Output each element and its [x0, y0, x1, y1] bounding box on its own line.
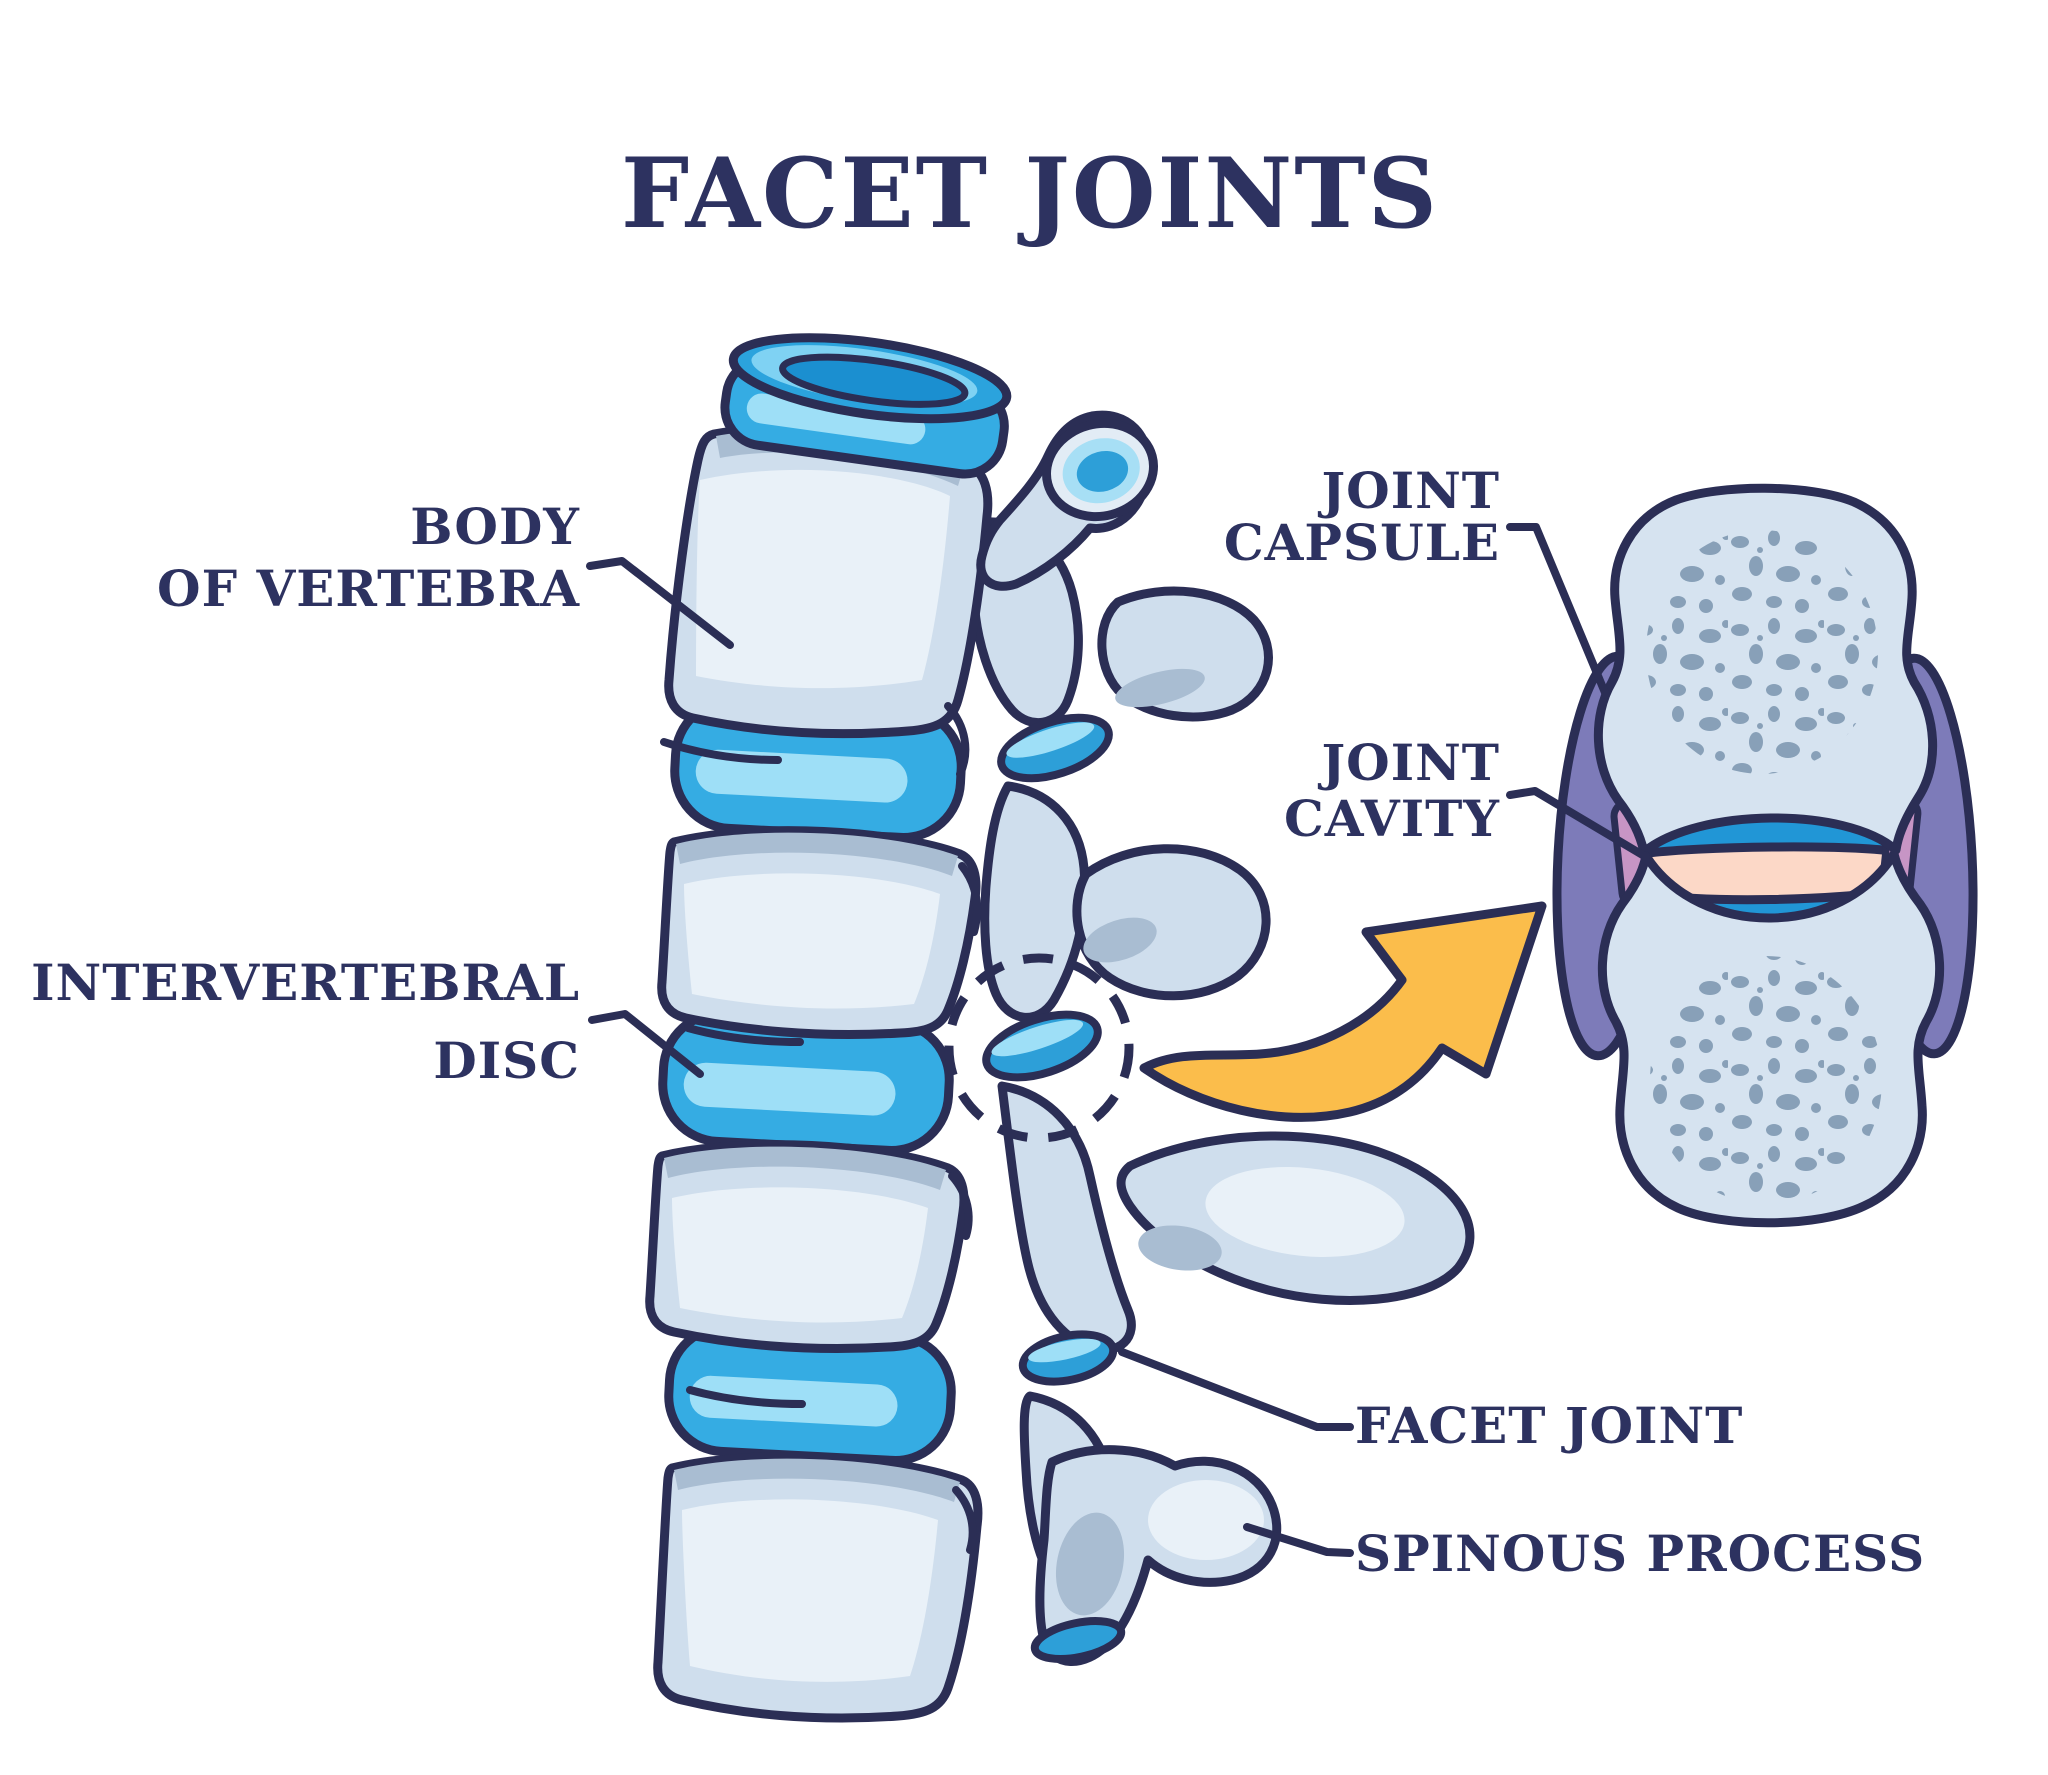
label-joint-capsule: JOINT CAPSULE: [1224, 465, 1500, 569]
transverse-process-tube: [976, 410, 1159, 591]
leader-lines: [586, 523, 1650, 1557]
label-facet-joint: FACET JOINT: [1355, 1396, 1744, 1455]
zoom-arrow-icon: [1139, 901, 1547, 1122]
sketch-marks: [660, 702, 982, 1554]
bone-top-speckles: [1646, 530, 1878, 774]
label-line: OF VERTEBRA: [157, 559, 580, 618]
spinous-process-blob: [1030, 1445, 1282, 1666]
leader-joint-capsule: [1506, 523, 1610, 699]
label-spinous-process: SPINOUS PROCESS: [1355, 1524, 1926, 1583]
vertebra-body-1: [664, 424, 993, 739]
leader-spinous-process: [1243, 1523, 1354, 1557]
top-disc: [720, 333, 1012, 479]
leader-joint-cavity: [1506, 787, 1650, 861]
label-joint-cavity: JOINT CAVITY: [1284, 735, 1500, 847]
spine-illustration: [645, 333, 1475, 1723]
label-line: CAVITY: [1283, 789, 1500, 848]
leader-facet-joint: [1118, 1348, 1354, 1431]
bone-bottom-speckles: [1650, 956, 1882, 1204]
label-line: BODY: [410, 497, 580, 556]
vertebra-body-2: [657, 826, 981, 1040]
label-body-of-vertebra: BODY OF VERTEBRA: [157, 496, 580, 620]
label-line: INTERVERTEBRAL: [31, 953, 580, 1012]
dashed-highlight-circle: [944, 953, 1134, 1143]
vertebra-body-3: [645, 1140, 969, 1354]
label-line: JOINT: [1321, 733, 1500, 792]
label-intervertebral-disc: INTERVERTEBRAL DISC: [31, 944, 580, 1100]
page-title: FACET JOINTS: [621, 137, 1439, 250]
facet-joint-disc-3: [1018, 1330, 1118, 1386]
vertebra-body-4: [653, 1452, 983, 1723]
superior-articular-process: [1097, 586, 1273, 722]
label-line: DISC: [433, 1031, 580, 1090]
transverse-process-lower: [1116, 1131, 1475, 1305]
leader-body-of-vertebra: [586, 557, 734, 649]
label-line: JOINT: [1321, 461, 1500, 520]
transverse-process-mid: [1072, 844, 1271, 1001]
label-line: CAPSULE: [1223, 513, 1500, 572]
facet-joint-disc-2: [982, 1010, 1102, 1082]
facet-joint-detail: [1552, 483, 1978, 1228]
facet-joint-disc-1: [997, 713, 1113, 783]
leader-intervertebral-disc: [588, 1010, 704, 1078]
facet-cartilage-bottom: [1030, 1617, 1126, 1663]
